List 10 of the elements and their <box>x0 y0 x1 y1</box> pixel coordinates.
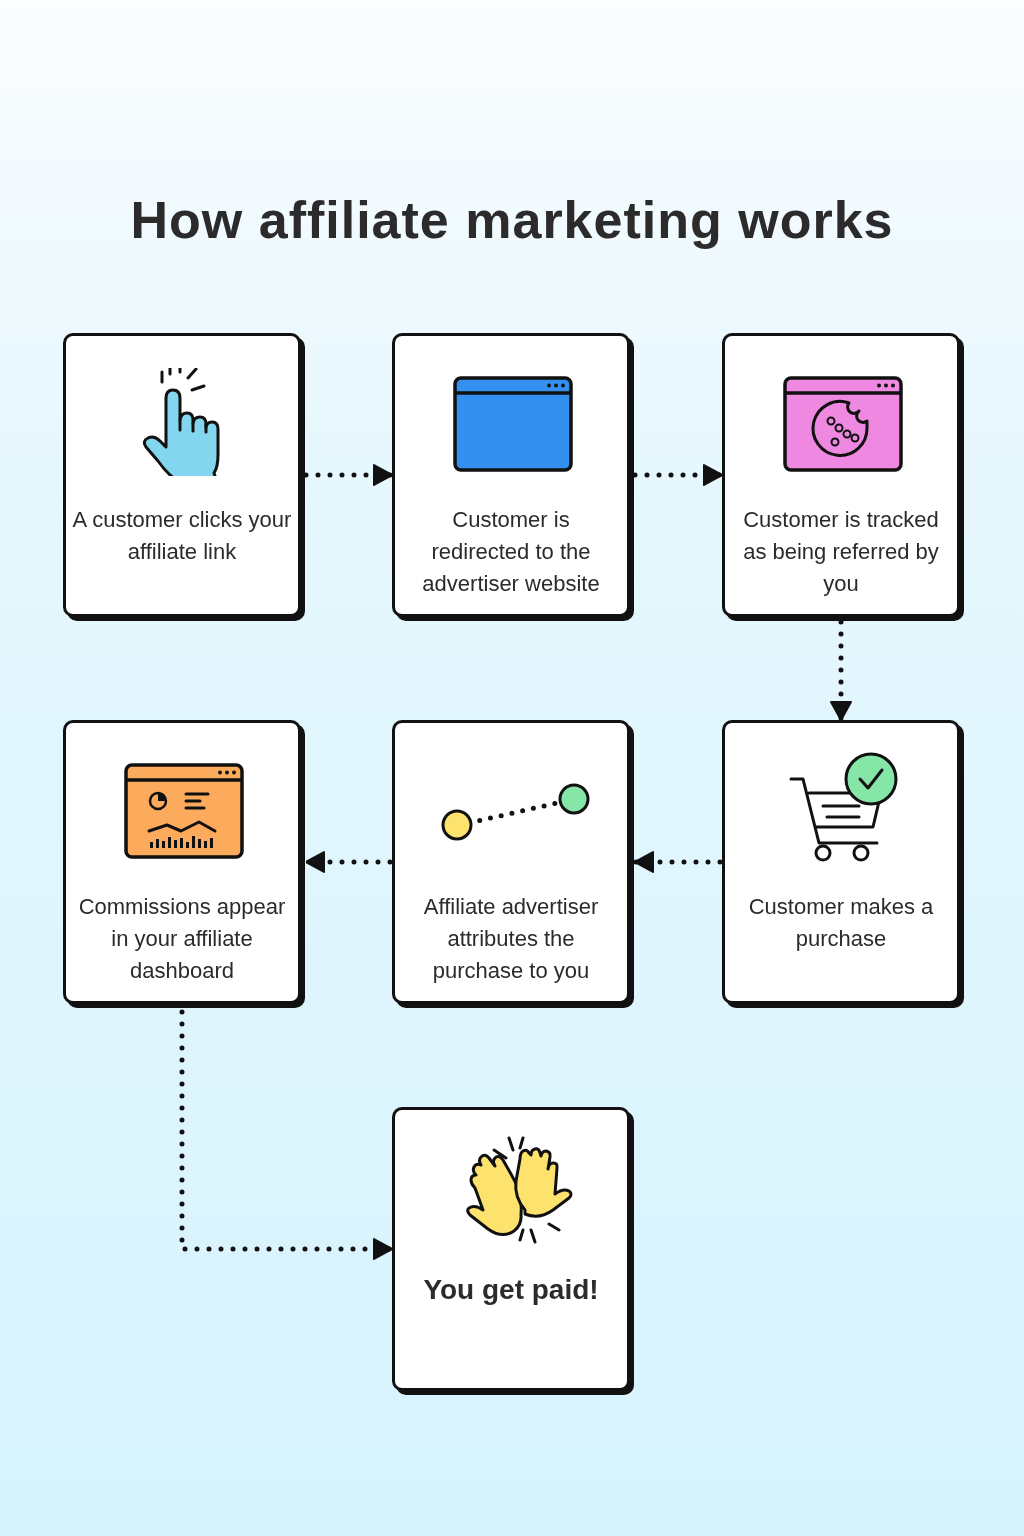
step-text: Customer is redirected to the advertiser website <box>421 506 601 598</box>
dotted-arrow <box>632 851 723 873</box>
step-text: Affiliate advertiser attributes the purchase to you <box>422 893 600 985</box>
step-text: Commissions appear in your affiliate dashboard <box>77 893 287 985</box>
step-text: Customer makes a purchase <box>747 893 935 953</box>
step-text: You get paid! <box>422 1273 600 1307</box>
title: How affiliate marketing works <box>129 190 895 250</box>
dotted-arrow <box>303 851 393 873</box>
step-text: Customer is tracked as being referred by you <box>742 506 940 598</box>
step-text: A customer clicks your affiliate link <box>72 506 292 566</box>
